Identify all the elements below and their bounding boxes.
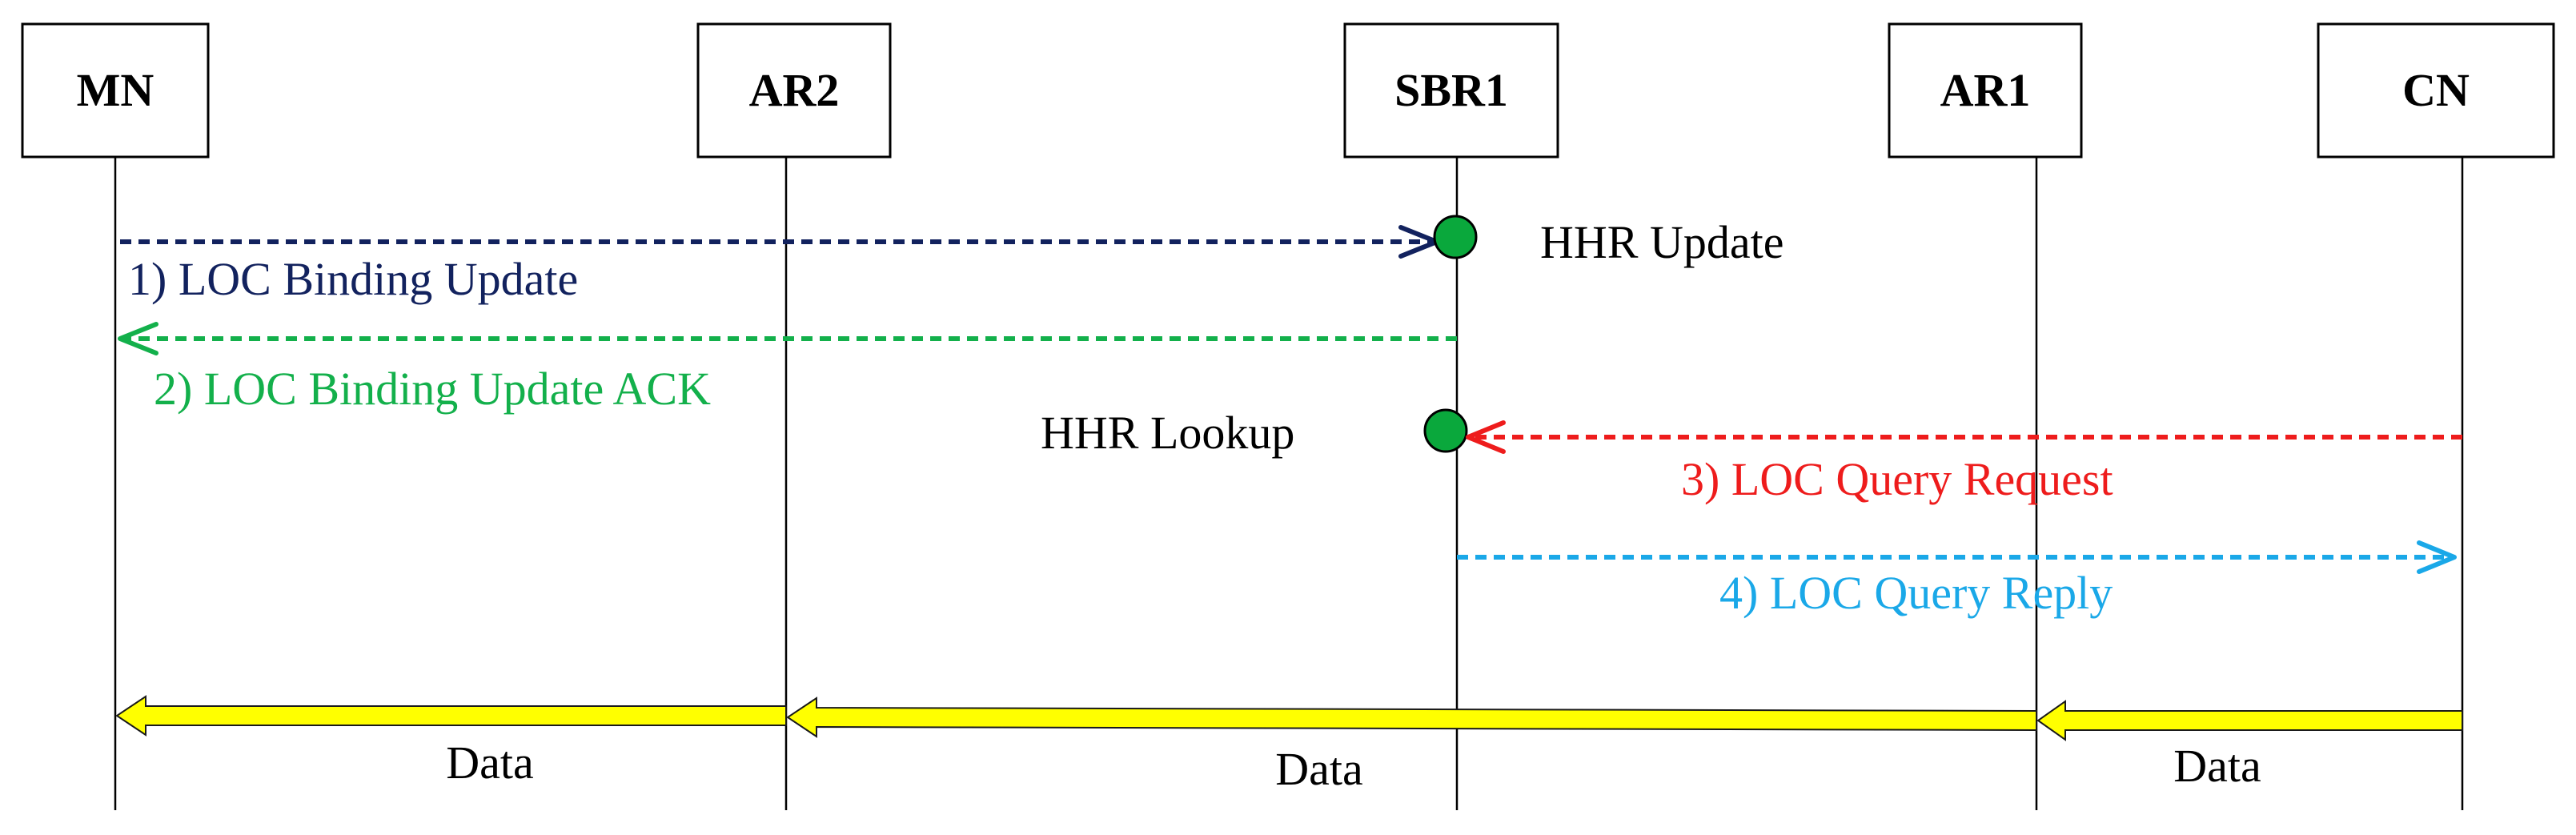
node-sbr1-label: SBR1 (1394, 64, 1508, 116)
message-2-label: 2) LOC Binding Update ACK (154, 363, 711, 415)
message-2-arrow (118, 322, 1457, 355)
node-ar1: AR1 (1888, 22, 2083, 159)
message-4-label: 4) LOC Query Reply (1719, 567, 2113, 619)
hhr-update-note: HHR Update (1540, 216, 1784, 268)
hhr-update-dot (1433, 215, 1478, 259)
message-1-arrow (120, 225, 1439, 259)
node-mn-label: MN (77, 64, 154, 116)
data-arrow-ar2-to-mn (115, 695, 787, 737)
data-arrow-ar1-to-ar2 (786, 697, 2037, 738)
node-ar2: AR2 (696, 22, 892, 159)
node-mn: MN (21, 22, 210, 159)
data-label-ar1-cn: Data (2173, 740, 2261, 792)
node-cn-label: CN (2402, 64, 2470, 116)
hhr-lookup-note: HHR Lookup (1041, 407, 1294, 459)
data-label-ar2-ar1: Data (1275, 743, 1363, 795)
message-3-arrow (1466, 420, 2462, 454)
node-ar2-label: AR2 (749, 64, 840, 116)
node-ar1-label: AR1 (1940, 64, 2031, 116)
data-arrow-cn-to-ar1 (2036, 700, 2463, 741)
hhr-lookup-dot (1423, 408, 1468, 453)
message-4-arrow (1457, 540, 2457, 574)
data-label-mn-ar2: Data (446, 737, 534, 789)
message-3-label: 3) LOC Query Request (1681, 453, 2113, 505)
message-1-label: 1) LOC Binding Update (128, 253, 578, 305)
node-cn: CN (2317, 22, 2555, 159)
node-sbr1: SBR1 (1343, 22, 1559, 159)
